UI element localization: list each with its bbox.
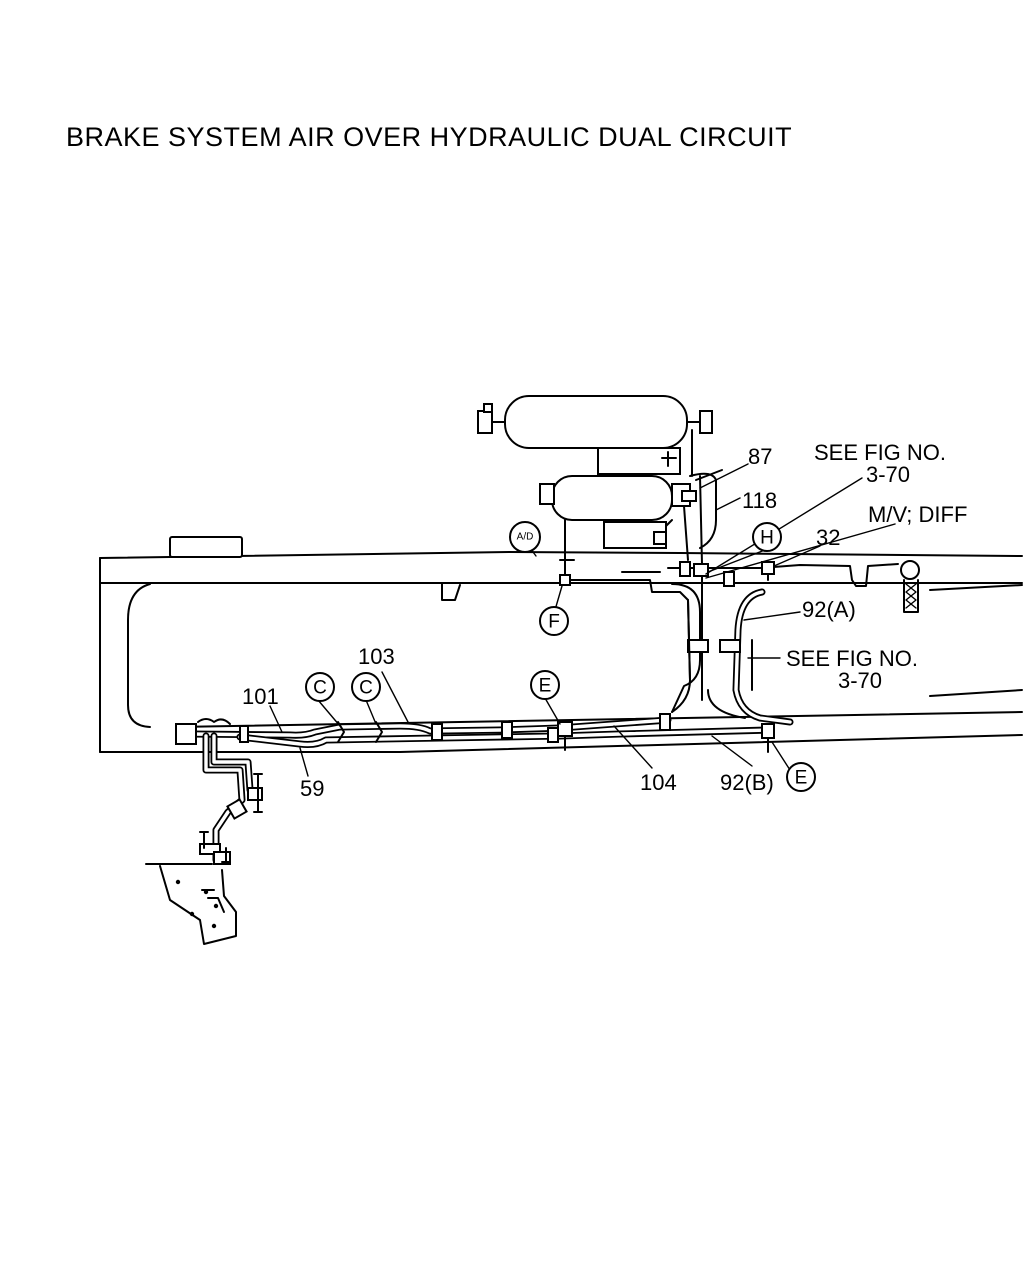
callout-103: 103 — [358, 644, 395, 669]
see-fig-upper-line1: SEE FIG NO. — [814, 440, 946, 465]
axle-bracket — [145, 863, 237, 945]
callout-labels: 87 118 SEE FIG NO. 3-70 M/V; DIFF 32 92(… — [242, 440, 967, 801]
callout-92b: 92(B) — [720, 770, 774, 795]
marker-f-label: F — [548, 612, 560, 633]
line-92 — [687, 575, 794, 726]
see-fig-lower-line2: 3-70 — [838, 668, 882, 693]
air-lines — [559, 469, 899, 681]
callout-mv-diff: M/V; DIFF — [868, 502, 967, 527]
leader-lines — [269, 463, 896, 777]
marker-h — [752, 522, 782, 552]
callout-101: 101 — [242, 684, 279, 709]
marker-e-2-label: E — [795, 768, 808, 789]
marker-ad-label: A/D — [517, 532, 534, 543]
see-fig-upper-line2: 3-70 — [866, 462, 910, 487]
callout-104: 104 — [640, 770, 677, 795]
marker-ad — [509, 521, 541, 553]
air-tank-upper — [477, 395, 713, 477]
marker-f — [539, 606, 569, 636]
circled-markers: A/D F H C C E E — [305, 521, 816, 792]
see-fig-lower-line1: SEE FIG NO. — [786, 646, 918, 671]
frame-rail — [99, 536, 1023, 753]
marker-e-1 — [530, 670, 560, 700]
page-title: BRAKE SYSTEM AIR OVER HYDRAULIC DUAL CIR… — [66, 122, 793, 152]
callout-32: 32 — [816, 525, 840, 550]
mv-diff-unit — [900, 560, 920, 613]
marker-c-2 — [351, 672, 381, 702]
left-drop-line — [175, 718, 263, 865]
callout-59: 59 — [300, 776, 324, 801]
lower-line-run — [186, 599, 775, 753]
marker-c-1 — [305, 672, 335, 702]
air-tank-middle — [539, 475, 697, 521]
callout-92a: 92(A) — [802, 597, 856, 622]
callout-118: 118 — [742, 488, 777, 513]
valve-box-upper — [597, 447, 681, 475]
marker-c-1-label: C — [313, 678, 327, 699]
marker-c-2-label: C — [359, 678, 373, 699]
callout-87: 87 — [748, 444, 772, 469]
marker-e-2 — [786, 762, 816, 792]
valve-box-lower — [603, 519, 673, 549]
marker-h-label: H — [760, 528, 774, 549]
marker-e-1-label: E — [539, 676, 552, 697]
